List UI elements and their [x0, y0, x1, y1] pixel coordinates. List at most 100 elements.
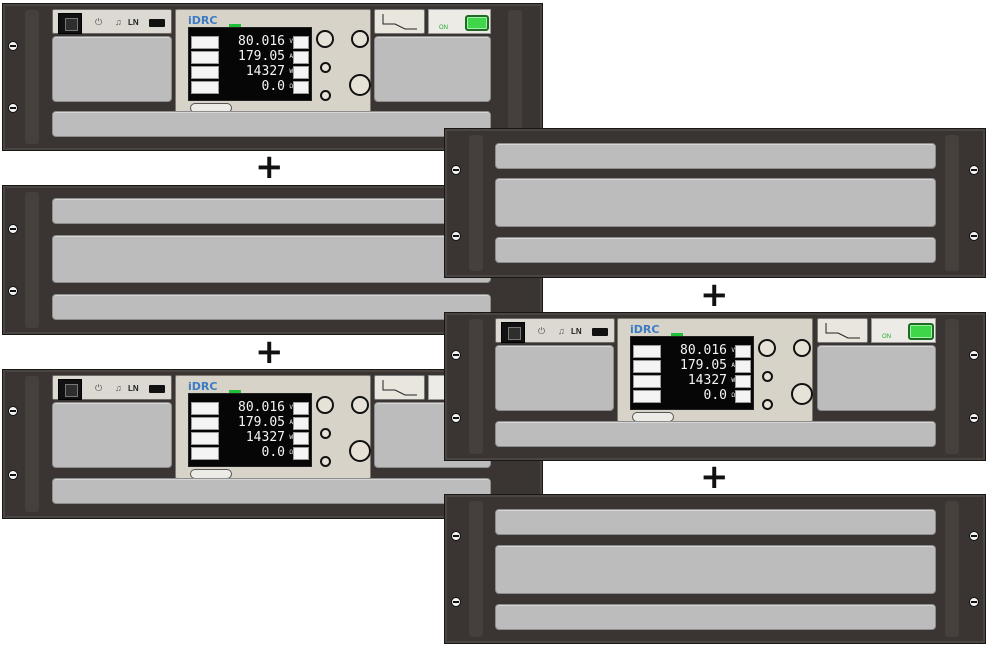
- power-reading: 14327: [687, 373, 727, 388]
- rack-ear: [469, 501, 483, 637]
- function-knob[interactable]: [351, 396, 369, 414]
- rack-ear: [25, 10, 39, 144]
- softkey-voltage[interactable]: [633, 345, 661, 358]
- rack-ear: [945, 319, 959, 454]
- softkey-current[interactable]: [191, 417, 219, 430]
- softkey-right-3[interactable]: [293, 432, 309, 445]
- blank-panel-tall: [52, 235, 491, 283]
- softkey-current[interactable]: [191, 51, 219, 64]
- softkey-resistance[interactable]: [191, 447, 219, 460]
- main-encoder-knob[interactable]: [791, 383, 813, 405]
- blank-panel-long: [52, 478, 491, 504]
- blank-panel: [817, 345, 936, 411]
- softkey-right-1[interactable]: [293, 402, 309, 415]
- blank-panel-long: [495, 143, 936, 169]
- rack-screw: [8, 103, 18, 113]
- iv-curve-graphic: [825, 323, 860, 339]
- menu-knob[interactable]: [758, 339, 776, 357]
- softkey-power[interactable]: [191, 66, 219, 79]
- rack-ear: [469, 135, 483, 271]
- rack-screw: [451, 350, 461, 360]
- softkey-voltage[interactable]: [191, 36, 219, 49]
- rack-ear: [25, 192, 39, 328]
- current-unit: A: [289, 419, 293, 426]
- down-arrow-button[interactable]: [762, 399, 773, 410]
- softkey-right-1[interactable]: [735, 345, 751, 358]
- status-led-bar: [229, 24, 241, 27]
- softkey-resistance[interactable]: [633, 390, 661, 403]
- current-unit: A: [289, 53, 293, 60]
- rack-screw: [451, 531, 461, 541]
- blank-panel: [374, 36, 491, 102]
- rack-screw: [8, 406, 18, 416]
- rack-screw: [969, 165, 979, 175]
- softkey-power[interactable]: [191, 432, 219, 445]
- resistance-unit: Ω: [289, 83, 293, 90]
- softkey-voltage[interactable]: [191, 402, 219, 415]
- up-arrow-button[interactable]: [320, 62, 331, 73]
- resistance-reading: 0.0: [261, 79, 285, 94]
- blank-panel: [52, 36, 172, 102]
- softkey-right-2[interactable]: [293, 51, 309, 64]
- voltage-unit: V: [289, 404, 293, 411]
- softkey-right-4[interactable]: [735, 390, 751, 403]
- rack-ear: [945, 135, 959, 271]
- blank-panel-long: [495, 421, 936, 447]
- iv-curve-panel: [817, 318, 868, 343]
- rack-screw: [451, 413, 461, 423]
- rack-ear: [469, 319, 483, 454]
- rack-screw: [969, 231, 979, 241]
- brand-logo: iDRC: [188, 380, 218, 393]
- usb-port[interactable]: [149, 385, 165, 393]
- rack-ear: [945, 501, 959, 637]
- status-led-bar: [671, 333, 683, 336]
- output-on-button[interactable]: [465, 15, 489, 31]
- blank-panel-tall: [495, 178, 936, 227]
- current-reading: 179.05: [238, 415, 285, 430]
- softkey-right-4[interactable]: [293, 81, 309, 94]
- voltage-reading: 80.016: [680, 343, 727, 358]
- menu-knob[interactable]: [316, 30, 334, 48]
- softkey-right-2[interactable]: [735, 360, 751, 373]
- output-section: ON: [871, 318, 936, 343]
- softkey-current[interactable]: [633, 360, 661, 373]
- main-encoder-knob[interactable]: [349, 74, 371, 96]
- up-arrow-button[interactable]: [762, 371, 773, 382]
- function-knob[interactable]: [793, 339, 811, 357]
- control-face-panel: iDRC 80.016 V 179.05 A 14327 W 0.0 Ω: [175, 9, 371, 113]
- control-face-panel: iDRC 80.016 V 179.05 A 14327 W 0.0 Ω: [617, 318, 813, 422]
- rack-screw: [969, 350, 979, 360]
- power-rocker-switch[interactable]: [501, 322, 525, 343]
- softkey-right-2[interactable]: [293, 417, 309, 430]
- function-knob[interactable]: [351, 30, 369, 48]
- rack-screw: [8, 470, 18, 480]
- plus-sign: +: [255, 147, 284, 187]
- softkey-right-4[interactable]: [293, 447, 309, 460]
- brand-logo: iDRC: [630, 323, 660, 336]
- blank-panel-long: [495, 604, 936, 630]
- down-arrow-button[interactable]: [320, 456, 331, 467]
- blank-panel: [52, 402, 172, 468]
- lan-icon: LN: [128, 384, 139, 393]
- power-rocker-switch[interactable]: [58, 379, 82, 400]
- power-rocker-switch[interactable]: [58, 13, 82, 34]
- output-on-button[interactable]: [908, 323, 934, 340]
- output-section: ON: [428, 9, 491, 34]
- softkey-power[interactable]: [633, 375, 661, 388]
- softkey-right-3[interactable]: [293, 66, 309, 79]
- usb-port[interactable]: [592, 328, 608, 336]
- rack-screw: [969, 413, 979, 423]
- voltage-reading: 80.016: [238, 34, 285, 49]
- plus-sign: +: [700, 457, 729, 497]
- down-arrow-button[interactable]: [320, 90, 331, 101]
- menu-knob[interactable]: [316, 396, 334, 414]
- main-encoder-knob[interactable]: [349, 440, 371, 462]
- up-arrow-button[interactable]: [320, 428, 331, 439]
- power-icon: ⏻: [95, 17, 103, 27]
- usb-port[interactable]: [149, 19, 165, 27]
- status-led-bar: [229, 390, 241, 393]
- softkey-resistance[interactable]: [191, 81, 219, 94]
- plus-sign: +: [255, 332, 284, 372]
- softkey-right-1[interactable]: [293, 36, 309, 49]
- softkey-right-3[interactable]: [735, 375, 751, 388]
